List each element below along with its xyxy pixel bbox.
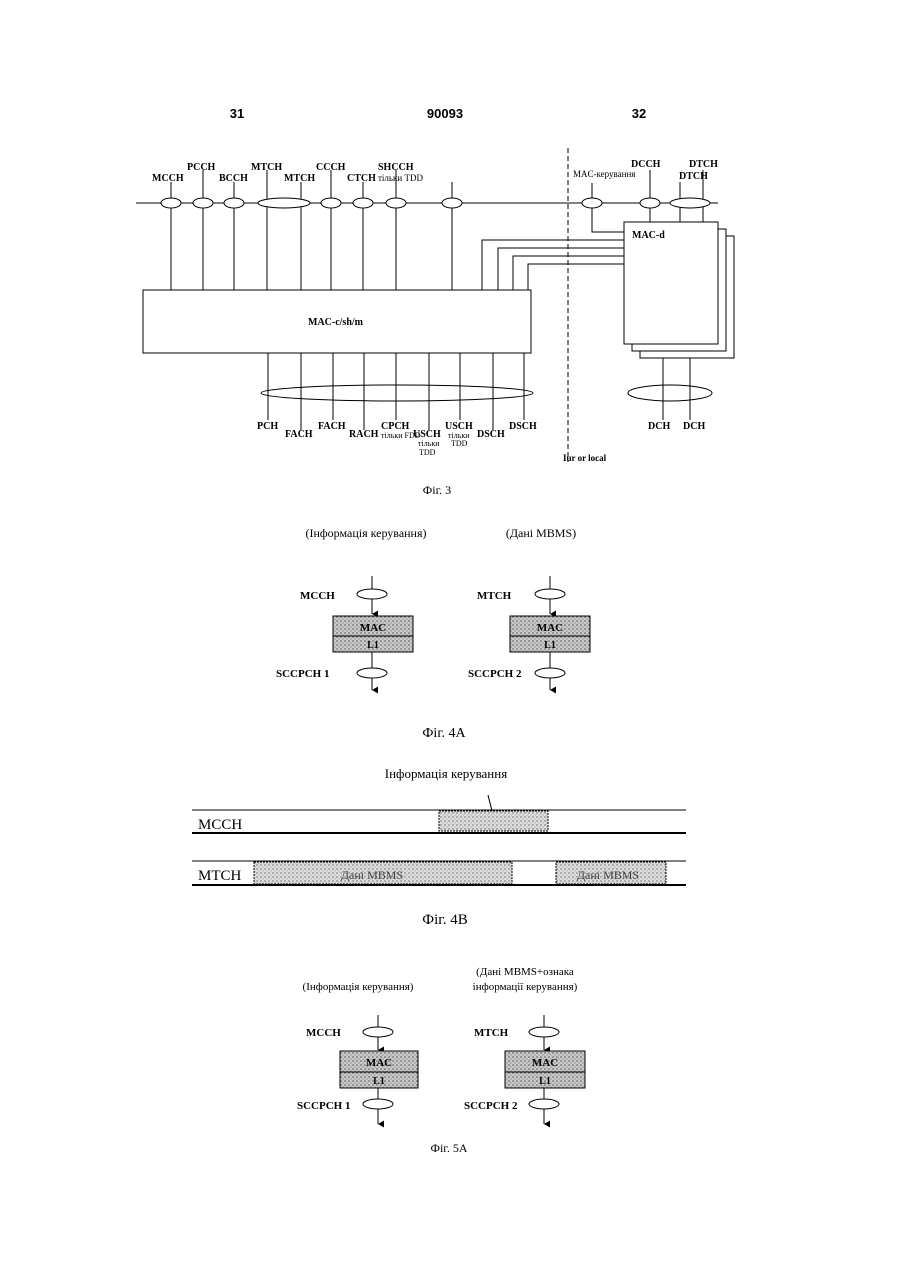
page-number-right: 32: [632, 106, 646, 121]
fig4a-right-l1-label: L1: [544, 640, 556, 651]
ellipse-mac-control: [582, 198, 602, 208]
label-iur-or-local: Iur or local: [563, 453, 607, 463]
mcch-control-block: [439, 811, 548, 831]
fig4b-data-1-label: Дані MBMS: [341, 868, 403, 882]
fig5a-right-top-label: MTCH: [474, 1027, 509, 1039]
fig4a-left-mac-label: MAC: [360, 622, 386, 634]
label-rach: RACH: [349, 429, 379, 440]
label-mtch-1: MTCH: [251, 162, 282, 173]
fig4a-right-top-label: MTCH: [477, 590, 512, 602]
fig4a-right-title: (Дані MBMS): [506, 526, 576, 540]
fig5a-left-mac-label: MAC: [366, 1057, 392, 1069]
figure-4b-caption: Фіг. 4В: [422, 912, 467, 928]
figure-5a-caption: Фіг. 5А: [430, 1141, 467, 1155]
fig4a-left-l1-label: L1: [367, 640, 379, 651]
fig5a-right-l1-label: L1: [539, 1076, 551, 1087]
label-pch: PCH: [257, 421, 278, 432]
transport-bundle-ellipse: [261, 385, 533, 401]
label-fach-1: FACH: [285, 429, 313, 440]
fig5a-right-mac-label: MAC: [532, 1057, 558, 1069]
label-mcch: MCCH: [152, 173, 184, 184]
label-mtch-2: MTCH: [284, 173, 315, 184]
fig5a-right-bottom-label: SCCPCH 2: [464, 1100, 518, 1112]
fig4a-left-top-label: MCCH: [300, 590, 335, 602]
patent-number: 90093: [427, 106, 463, 121]
figure-3: MCCH PCCH BCCH MTCH MTCH CCCH CTCH SHCCH…: [136, 148, 734, 497]
label-fach-2: FACH: [318, 421, 346, 432]
fig5a-left-l1-label: L1: [373, 1076, 385, 1087]
fig5a-right-title-line-2: інформації керування): [473, 981, 578, 993]
fig4a-right-bottom-label: SCCPCH 2: [468, 668, 522, 680]
label-usch-2-note-2: TDD: [451, 439, 468, 448]
page-number-left: 31: [230, 106, 244, 121]
fig5a-right-stack: MAC L1 MTCH SCCPCH 2: [464, 1015, 585, 1124]
fig5a-right-title-line-1: (Дані MBMS+ознака: [476, 966, 574, 978]
label-dcch: DCCH: [631, 159, 661, 170]
mac-c-sh-m-label: MAC-c/sh/m: [308, 317, 364, 328]
fig4a-right-mac-label: MAC: [537, 622, 563, 634]
label-dtch-2: DTCH: [679, 171, 708, 182]
upper-channel-lines: [171, 170, 452, 290]
fig4a-right-stack: MAC L1 MTCH SCCPCH 2: [468, 576, 590, 690]
figure-5a: (Інформація керування) (Дані MBMS+ознака…: [297, 966, 585, 1155]
label-usch-1-note-1: тільки: [418, 439, 440, 448]
label-dch-2: DCH: [683, 421, 705, 432]
fig4b-data-2-label: Дані MBMS: [577, 868, 639, 882]
fig4a-left-bottom-label: SCCPCH 1: [276, 668, 329, 680]
fig5a-left-stack: MAC L1 MCCH SCCPCH 1: [297, 1015, 418, 1124]
label-usch-1-note-2: TDD: [419, 448, 436, 457]
ellipse-dtch: [670, 198, 710, 208]
mac-d-label: MAC-d: [632, 230, 665, 241]
label-shcch: SHCCH: [378, 162, 414, 173]
fig4b-title: Інформація керування: [385, 766, 507, 781]
label-dtch-1: DTCH: [689, 159, 718, 170]
ellipse-dcch: [640, 198, 660, 208]
label-dch-1: DCH: [648, 421, 670, 432]
fig4a-left-title: (Інформація керування): [305, 526, 426, 540]
lower-channel-lines: [268, 353, 524, 430]
fig5a-left-top-label: MCCH: [306, 1027, 341, 1039]
fig4a-left-stack: MAC L1 MCCH SCCPCH 1: [276, 576, 413, 690]
dch-bundle-ellipse: [628, 385, 712, 401]
fig4b-pointer: [488, 795, 492, 811]
label-pcch: PCCH: [187, 162, 216, 173]
label-dsch-2: DSCH: [509, 421, 537, 432]
fig4b-row1-label: MCCH: [198, 817, 242, 833]
figure-4a: (Інформація керування) (Дані MBMS) MAC L…: [276, 526, 590, 741]
label-ccch: CCCH: [316, 162, 346, 173]
label-shcch-note: тільки TDD: [378, 173, 423, 183]
figure-4b: Інформація керування MCCH MTCH Дані MBMS…: [192, 766, 686, 928]
dch-lines: [663, 358, 690, 420]
label-mac-control: MAC-керування: [573, 169, 635, 179]
label-ctch: CTCH: [347, 173, 376, 184]
mac-interconnect: [482, 240, 624, 290]
label-dsch-1: DSCH: [477, 429, 505, 440]
figure-4a-caption: Фіг. 4А: [422, 726, 466, 741]
fig5a-left-title: (Інформація керування): [303, 981, 414, 993]
fig5a-left-bottom-label: SCCPCH 1: [297, 1100, 350, 1112]
figure-3-caption: Фіг. 3: [423, 483, 451, 497]
fig4b-row2-label: MTCH: [198, 868, 242, 884]
label-bcch: BCCH: [219, 173, 248, 184]
